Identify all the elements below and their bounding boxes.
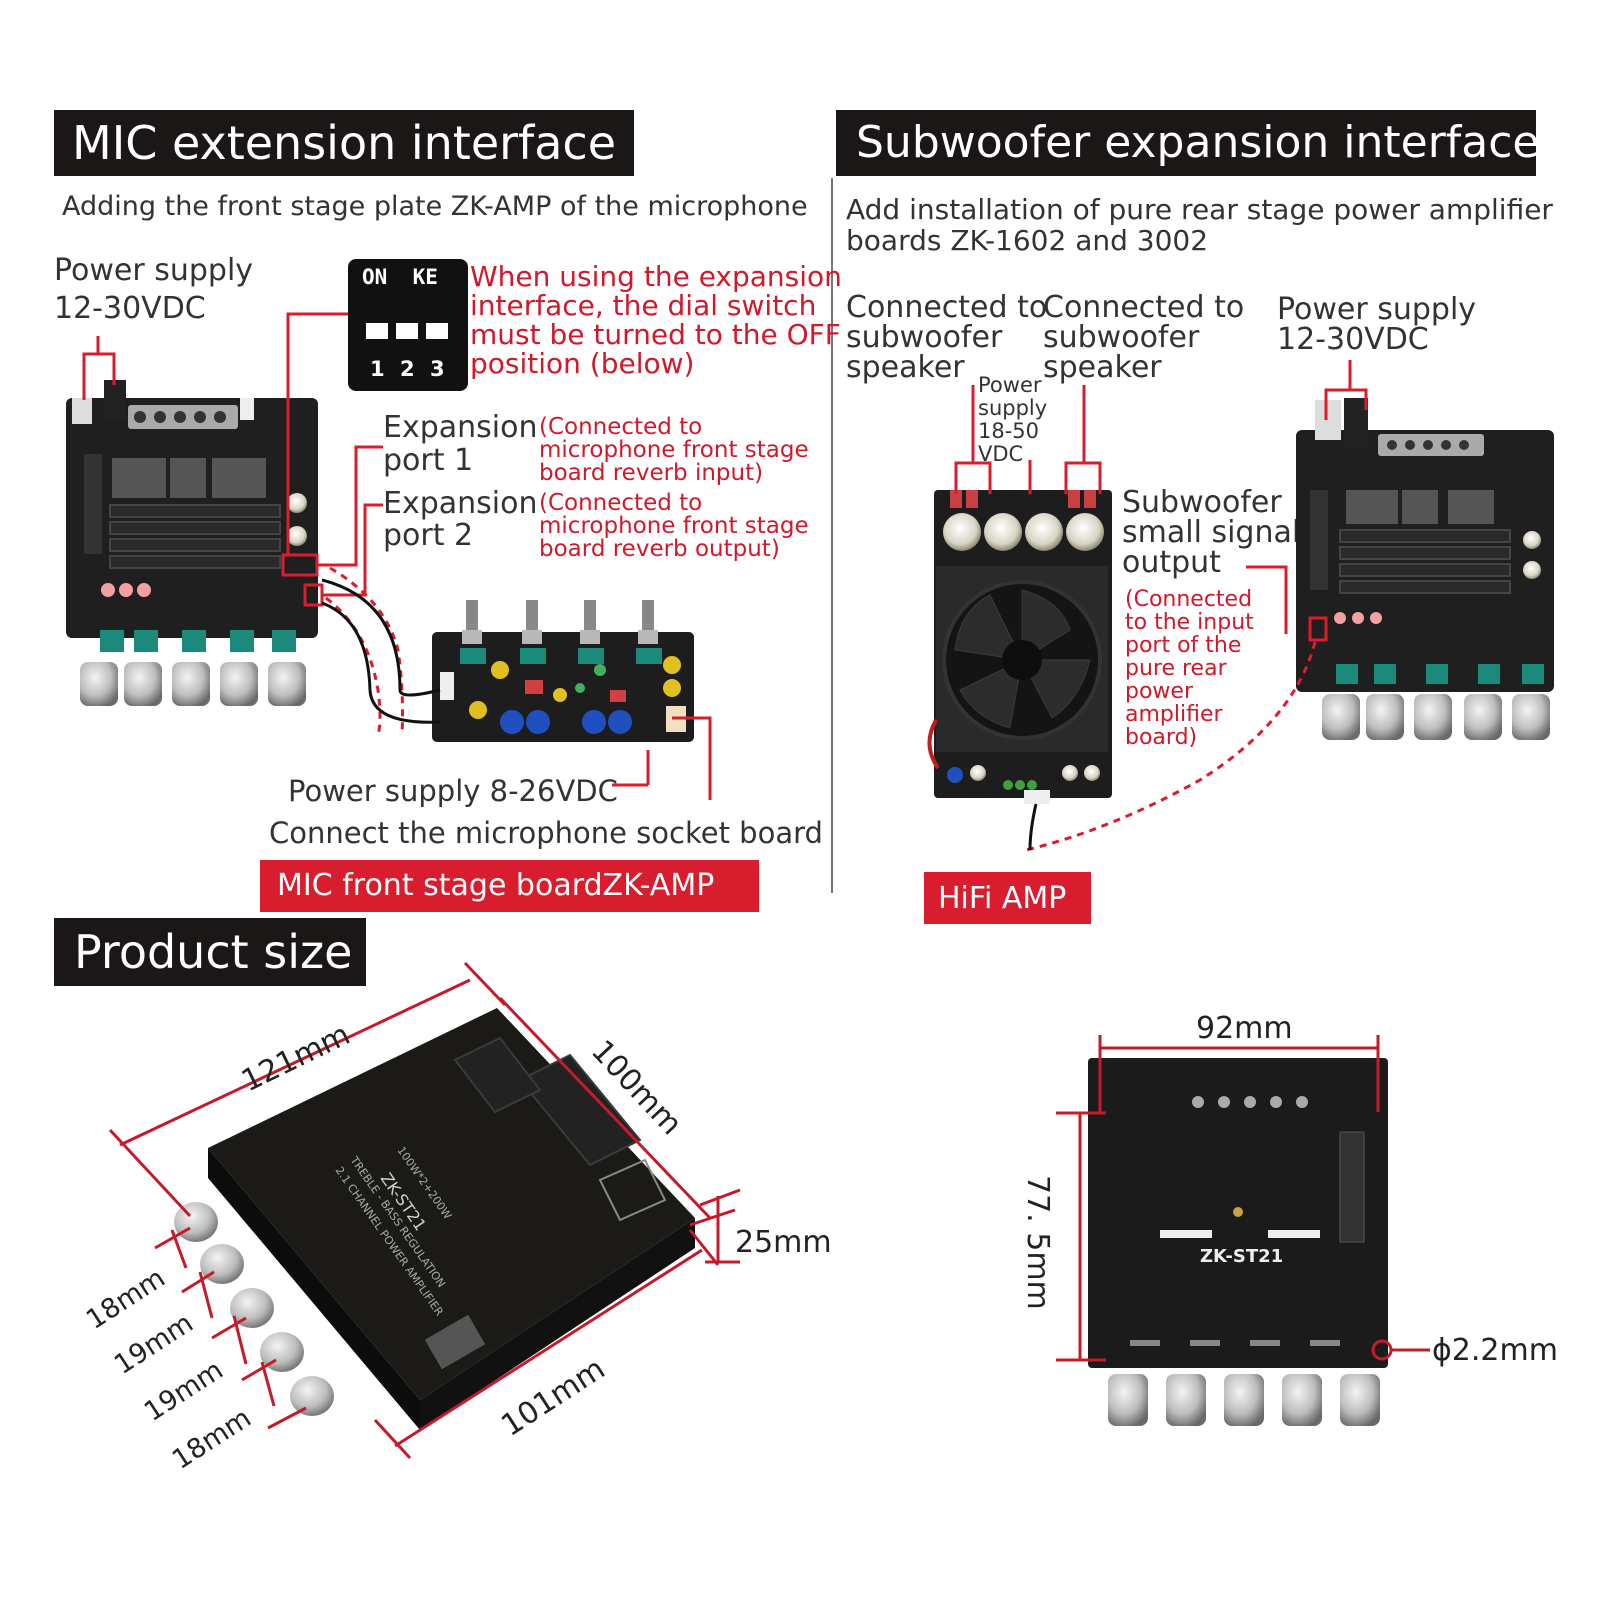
port2-label-line2: port 2 xyxy=(383,518,474,553)
sub-subtitle-line1: Add installation of pure rear stage powe… xyxy=(846,193,1553,226)
signal-note-line3: port of the xyxy=(1125,633,1242,658)
signal-line3: output xyxy=(1122,545,1221,580)
sub-board-power-line1: Power supply xyxy=(1277,292,1477,327)
port1-label-line1: Expansion xyxy=(383,410,538,445)
back-model-label: ZK-ST21 xyxy=(1200,1246,1283,1267)
zkamp-power-label: Power supply 8-26VDC xyxy=(288,774,618,808)
signal-line1: Subwoofer xyxy=(1122,485,1282,520)
hifi-amp-badge: HiFi AMP xyxy=(924,872,1091,924)
zk-amp-board xyxy=(432,600,694,742)
port2-note-line1: (Connected to xyxy=(539,490,703,516)
conn-right-line3: speaker xyxy=(1043,350,1162,385)
iso-dimension-lines xyxy=(108,961,741,1460)
conn-right-line2: subwoofer xyxy=(1043,320,1200,355)
sub-board-power-line2: 12-30VDC xyxy=(1277,322,1429,357)
dip-slot-3 xyxy=(426,323,448,339)
dip-slot-2 xyxy=(396,323,418,339)
dip-switch: ON KE 1 2 3 xyxy=(348,259,468,391)
sub-dashed-link xyxy=(1025,641,1317,852)
signal-note-line2: to the input xyxy=(1125,610,1254,635)
sub-callout-lines xyxy=(954,360,1368,642)
dim-92: 92mm xyxy=(1196,1011,1293,1046)
hifi-amp-board xyxy=(934,490,1112,804)
dim-25: 25mm xyxy=(735,1225,832,1260)
zk-st21-board-top xyxy=(66,380,318,706)
conn-left-line2: subwoofer xyxy=(846,320,1003,355)
subwoofer-section-title: Subwoofer expansion interface xyxy=(836,110,1540,176)
signal-note-line5: power xyxy=(1125,679,1193,704)
port2-note-line2: microphone front stage xyxy=(539,513,809,539)
mic-section-title: MIC extension interface xyxy=(54,110,634,176)
dip-number-1: 1 xyxy=(370,357,385,381)
zk-st21-board-right xyxy=(1296,398,1554,740)
mic-socket-label: Connect the microphone socket board xyxy=(269,816,823,850)
amp-power-line3: 18-50 xyxy=(978,419,1040,443)
conn-left-line1: Connected to xyxy=(846,290,1048,325)
amp-power-line4: VDC xyxy=(978,442,1024,466)
dip-warning-line2: interface, the dial switch xyxy=(470,289,817,322)
port1-label-line2: port 1 xyxy=(383,443,474,478)
conn-right-line1: Connected to xyxy=(1043,290,1245,325)
board-back-view: ZK-ST21 xyxy=(1088,1058,1388,1426)
dip-warning-line3: must be turned to the OFF xyxy=(470,318,841,351)
signal-note-line4: pure rear xyxy=(1125,656,1227,681)
amp-power-line1: Power xyxy=(978,373,1042,397)
isometric-board: ZK-ST21 TREBLE - BASS REGULATION 2.1 CHA… xyxy=(174,1008,695,1430)
section-divider xyxy=(831,178,833,893)
mic-power-line2: 12-30VDC xyxy=(54,291,206,326)
port1-note-line1: (Connected to xyxy=(539,414,703,440)
mic-callout-lines xyxy=(82,312,712,800)
signal-note-line7: board) xyxy=(1125,725,1198,750)
dip-switch-top-label: ON KE xyxy=(362,265,438,289)
dip-number-2: 2 xyxy=(400,357,415,381)
sub-subtitle-line2: boards ZK-1602 and 3002 xyxy=(846,224,1209,257)
port2-label-line1: Expansion xyxy=(383,486,538,521)
dim-77-5: 77. 5mm xyxy=(1020,1175,1055,1310)
port2-note-line3: board reverb output) xyxy=(539,536,780,562)
knob-spacing-3: 19mm xyxy=(139,1355,229,1428)
back-dimension-lines xyxy=(1056,1035,1430,1362)
product-size-title: Product size xyxy=(54,918,366,986)
port1-note-line3: board reverb input) xyxy=(539,460,764,486)
dip-slot-1 xyxy=(366,323,388,339)
amp-power-line2: supply xyxy=(978,396,1048,420)
signal-note-line1: (Connected xyxy=(1125,587,1253,612)
mic-cables xyxy=(321,578,441,724)
signal-note-line6: amplifier xyxy=(1125,702,1223,727)
port1-note-line2: microphone front stage xyxy=(539,437,809,463)
conn-left-line3: speaker xyxy=(846,350,965,385)
dip-number-3: 3 xyxy=(430,357,445,381)
dip-warning-line1: When using the expansion xyxy=(470,260,842,293)
dim-hole: ϕ2.2mm xyxy=(1432,1333,1558,1368)
mic-power-line1: Power supply xyxy=(54,253,254,288)
knob-spacing-4: 18mm xyxy=(167,1403,257,1476)
signal-line2: small signal xyxy=(1122,515,1301,550)
mic-front-stage-badge: MIC front stage boardZK-AMP xyxy=(260,860,759,912)
dip-warning-line4: position (below) xyxy=(470,347,695,380)
mic-subtitle: Adding the front stage plate ZK-AMP of t… xyxy=(62,191,808,222)
